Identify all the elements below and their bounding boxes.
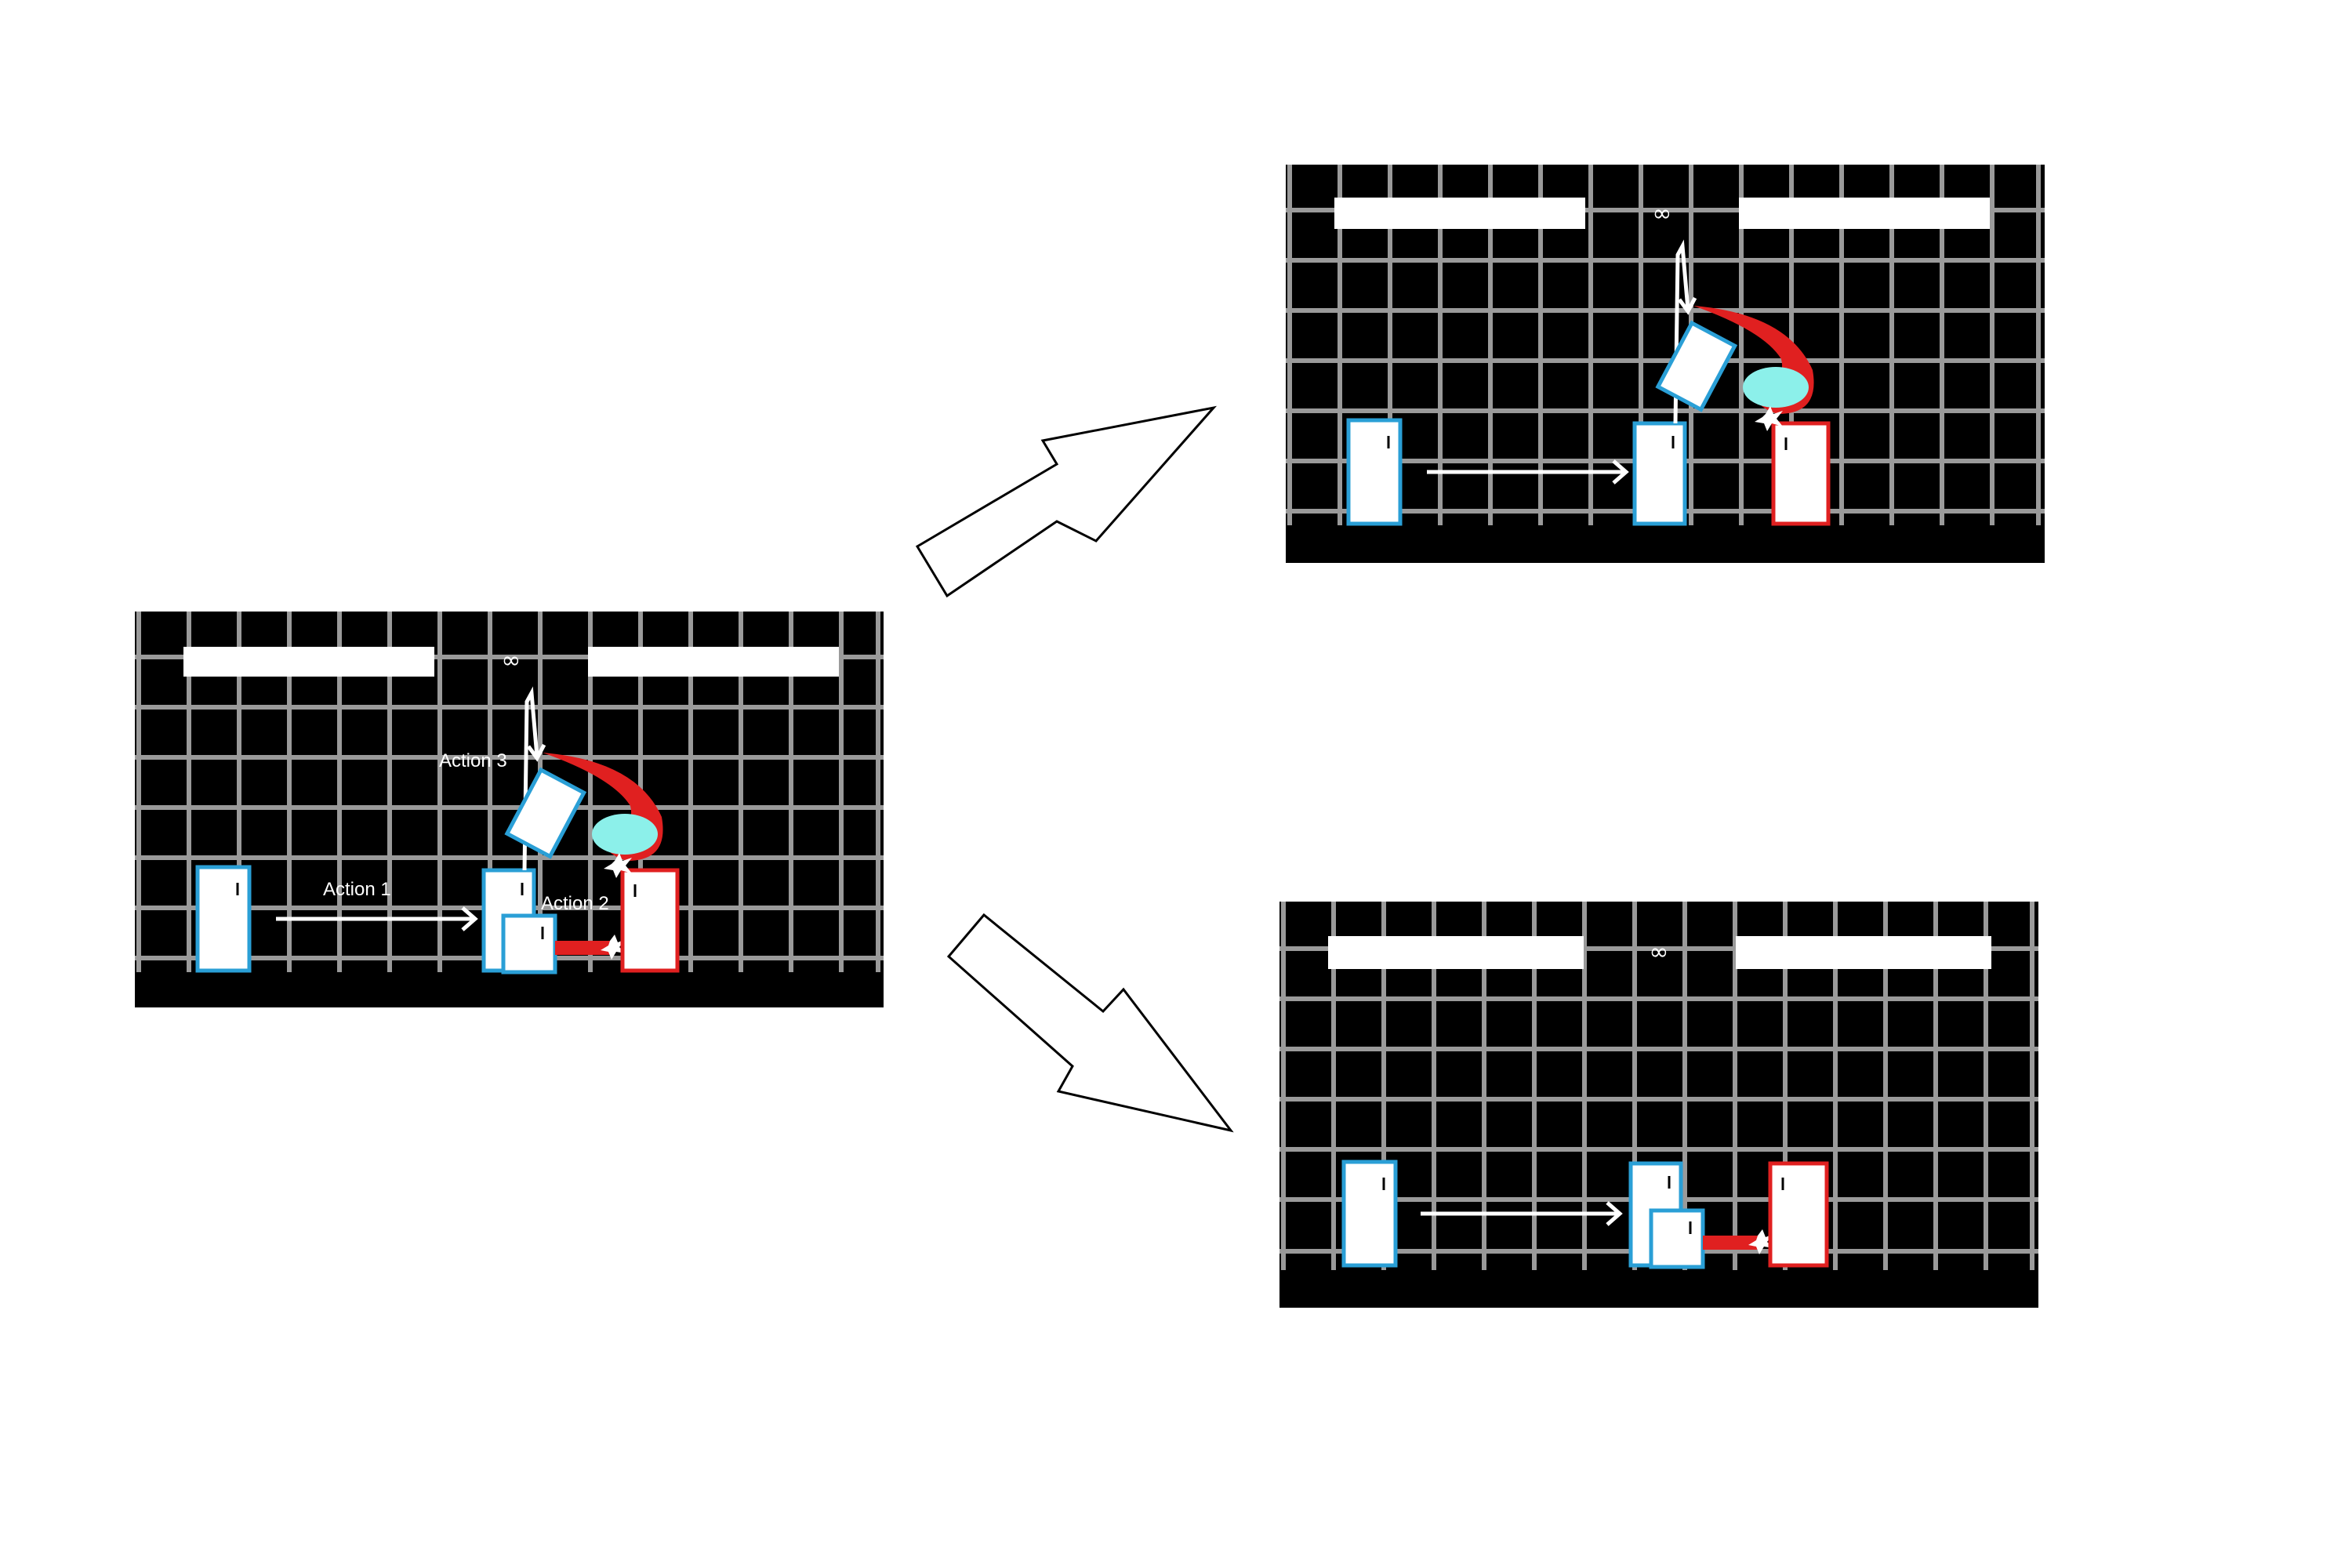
action3-jump-path	[1673, 239, 1690, 424]
agent-start	[1346, 418, 1403, 526]
action2-kick	[555, 941, 610, 955]
action3-label: Action 3	[439, 750, 507, 771]
agent-crouch	[1649, 1208, 1705, 1269]
health-bar-right	[588, 647, 839, 677]
agent-stand	[1632, 421, 1687, 526]
timer-symbol: ∞	[502, 647, 521, 674]
floor	[1286, 527, 2045, 563]
opponent	[1768, 1161, 1829, 1268]
health-bar-left	[183, 647, 434, 677]
impact-spark-icon	[1748, 1229, 1773, 1254]
action3-jump-path	[522, 686, 539, 871]
agent-crouch	[501, 913, 557, 975]
impact-spark-top-icon	[604, 853, 632, 878]
agent-start	[195, 865, 252, 973]
health-bar-right	[1739, 198, 1990, 229]
agent-start	[1341, 1160, 1398, 1268]
main-scene-panel: ∞ Action 1 Action 2 Action 3	[135, 612, 884, 1007]
outcome-top-panel: ∞	[1286, 165, 2045, 563]
arrow-down-right-icon	[946, 913, 1234, 1133]
opponent	[620, 868, 680, 973]
action2-kick	[1703, 1236, 1758, 1250]
outcome-bottom-panel: ∞	[1279, 902, 2038, 1308]
opponent	[1771, 421, 1831, 526]
floor	[1279, 1272, 2038, 1308]
floor	[135, 974, 884, 1007]
arrow-up-right-icon	[915, 405, 1218, 598]
impact-spark-icon	[1755, 406, 1783, 431]
timer-symbol: ∞	[1653, 200, 1672, 227]
impact-spark-icon	[601, 935, 626, 960]
agent-jump	[1655, 320, 1738, 412]
agent-jump	[504, 767, 587, 859]
timer-symbol: ∞	[1650, 938, 1669, 966]
health-bar-left	[1334, 198, 1585, 229]
action1-label: Action 1	[323, 879, 391, 900]
action2-label: Action 2	[541, 893, 609, 914]
health-bar-right	[1736, 936, 1991, 969]
health-bar-left	[1328, 936, 1584, 969]
